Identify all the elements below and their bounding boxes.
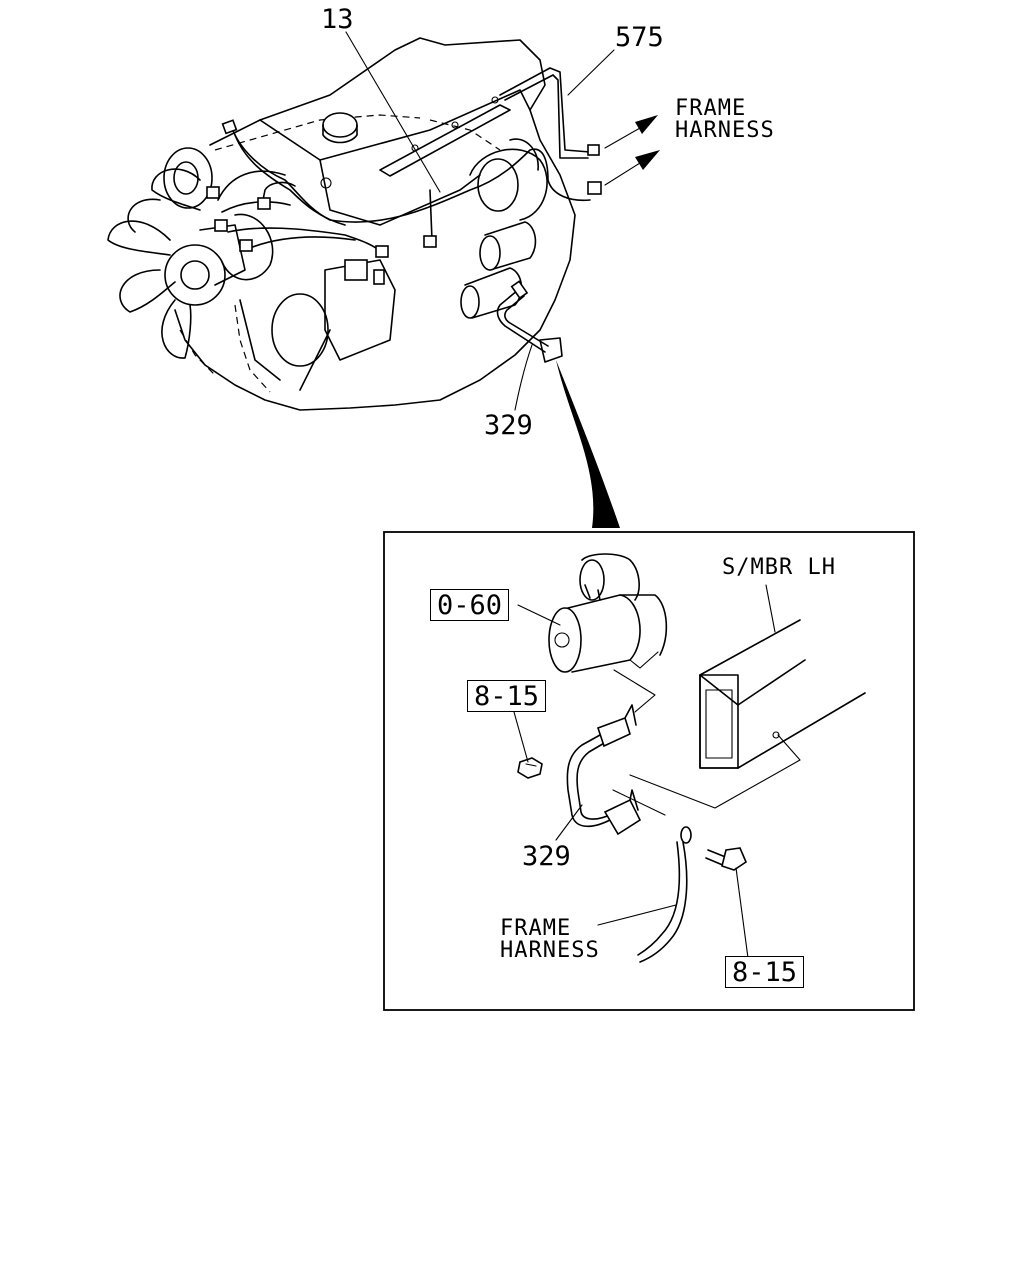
battery-cable-detail bbox=[566, 704, 642, 836]
starter-motor-detail bbox=[548, 553, 668, 673]
flange-bolt bbox=[680, 826, 747, 871]
side-member bbox=[699, 619, 866, 769]
leader-329-top bbox=[514, 344, 533, 411]
callout-13: 13 bbox=[321, 4, 354, 35]
callout-8-15-nut-box: 8-15 bbox=[467, 680, 547, 712]
flange-nut bbox=[517, 757, 543, 779]
side-member-label: S/MBR LH bbox=[722, 555, 836, 580]
detail-frame bbox=[383, 531, 915, 1011]
detail-pointer bbox=[556, 360, 620, 528]
callout-329-detail: 329 bbox=[522, 841, 571, 872]
leader-8-15-bolt bbox=[735, 867, 749, 959]
leader-side-member bbox=[765, 584, 776, 633]
callout-0-60-box: 0-60 bbox=[430, 589, 510, 621]
frame-harness-top-label-line1: FRAME bbox=[675, 96, 747, 121]
frame-harness-wire-detail bbox=[639, 841, 688, 963]
leader-frame-harness-detail bbox=[597, 904, 677, 926]
leader-329-detail bbox=[555, 804, 583, 841]
engine-assembly bbox=[107, 37, 602, 411]
frame-harness-detail-label-line2: HARNESS bbox=[500, 938, 600, 963]
starter-motor-engine bbox=[460, 221, 537, 319]
battery-cable-engine bbox=[496, 280, 563, 363]
leader-13 bbox=[345, 31, 441, 193]
leader-0-60 bbox=[517, 604, 561, 626]
engine-wiring-harness bbox=[206, 67, 602, 285]
callout-329-top: 329 bbox=[484, 410, 533, 441]
install-path bbox=[613, 669, 801, 809]
engine-block-outline bbox=[174, 37, 576, 411]
leader-8-15-nut bbox=[513, 711, 529, 763]
leader-575 bbox=[567, 49, 615, 96]
cooling-fan bbox=[107, 147, 226, 359]
frame-harness-top-label-line2: HARNESS bbox=[675, 118, 775, 143]
frame-harness-arrows bbox=[604, 115, 660, 186]
callout-575: 575 bbox=[615, 22, 664, 53]
frame-harness-detail-label-line1: FRAME bbox=[500, 916, 572, 941]
callout-8-15-bolt-box: 8-15 bbox=[725, 956, 805, 988]
